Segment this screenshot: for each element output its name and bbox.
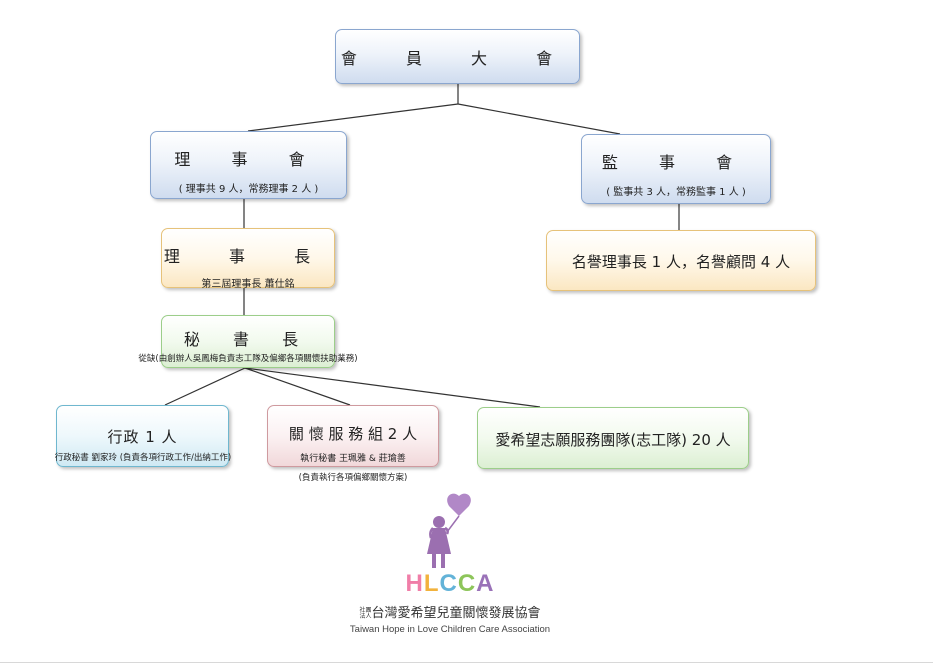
honorary-box: 名譽理事長 1 人，名譽顧問 4 人 — [546, 230, 816, 291]
supervisors-title: 監 事 會 — [601, 153, 751, 172]
board-box: 理 事 會 ( 理事共 9 人，常務理事 2 人 ) — [150, 131, 347, 199]
supervisors-box: 監 事 會 ( 監事共 3 人，常務監事 1 人 ) — [581, 134, 771, 204]
care-group-title: 關 懷 服 務 組 2 人 — [288, 425, 418, 443]
secretary-general-box: 秘 書 長 — [161, 315, 335, 368]
connector-to-board — [247, 103, 459, 132]
general-assembly-title: 會 員 大 會 — [340, 49, 575, 68]
supervisors-subtitle: ( 監事共 3 人，常務監事 1 人 ) — [606, 187, 746, 198]
volunteers-box: 愛希望志願服務團隊(志工隊) 20 人 — [477, 407, 749, 469]
connector-to-volunteers — [244, 367, 541, 408]
association-name-zh: 社團法人台灣愛希望兒童關懷發展協會 — [359, 606, 541, 621]
connector-to-care-group — [244, 367, 351, 406]
hlcca-letter-l: L — [423, 570, 440, 597]
admin-box: 行政 1 人 — [56, 405, 229, 467]
connector-to-admin — [164, 367, 246, 406]
connector-to-supervisors — [457, 103, 621, 135]
association-prefix: 社團法人 — [359, 606, 372, 620]
board-title: 理 事 會 — [174, 150, 323, 169]
admin-note: 行政秘書 劉家玲 (負責各項行政工作/出納工作) — [54, 453, 232, 463]
chairman-box: 理 事 長 第三屆理事長 蕭仕銘 — [161, 228, 335, 290]
board-subtitle: ( 理事共 9 人，常務理事 2 人 ) — [178, 184, 319, 195]
association-logo: HLCCA 社團法人台灣愛希望兒童關懷發展協會 Taiwan Hope in L… — [340, 492, 560, 642]
page-bottom-edge — [0, 662, 933, 663]
hlcca-letter-c1: C — [439, 570, 458, 597]
volunteers-title: 愛希望志願服務團隊(志工隊) 20 人 — [495, 431, 731, 449]
secretary-general-note: 從缺(由創辦人吳鳳梅負責志工隊及偏鄉各項關懷扶助業務) — [138, 354, 358, 364]
hlcca-letter-c2: C — [457, 570, 477, 597]
care-group-note: (負責執行各項偏鄉關懷方案) — [298, 473, 408, 483]
admin-title: 行政 1 人 — [107, 428, 178, 446]
association-name-en: Taiwan Hope in Love Children Care Associ… — [349, 624, 551, 635]
girl-balloon-icon — [427, 493, 471, 568]
secretary-general-title: 秘 書 長 — [183, 330, 313, 349]
honorary-text: 名譽理事長 1 人，名譽顧問 4 人 — [571, 253, 791, 271]
care-group-subtitle: 執行秘書 王珮雅 & 莊瑜善 — [300, 454, 406, 464]
general-assembly-box: 會 員 大 會 — [335, 29, 580, 84]
hlcca-letter-a: A — [476, 570, 495, 597]
care-group-box: 關 懷 服 務 組 2 人 執行秘書 王珮雅 & 莊瑜善 — [267, 405, 439, 467]
hlcca-letter-h: H — [405, 570, 424, 597]
chairman-subtitle: 第三屆理事長 蕭仕銘 — [201, 279, 295, 290]
hlcca-wordmark: HLCCA — [340, 570, 560, 598]
chairman-title: 理 事 長 — [163, 247, 333, 266]
